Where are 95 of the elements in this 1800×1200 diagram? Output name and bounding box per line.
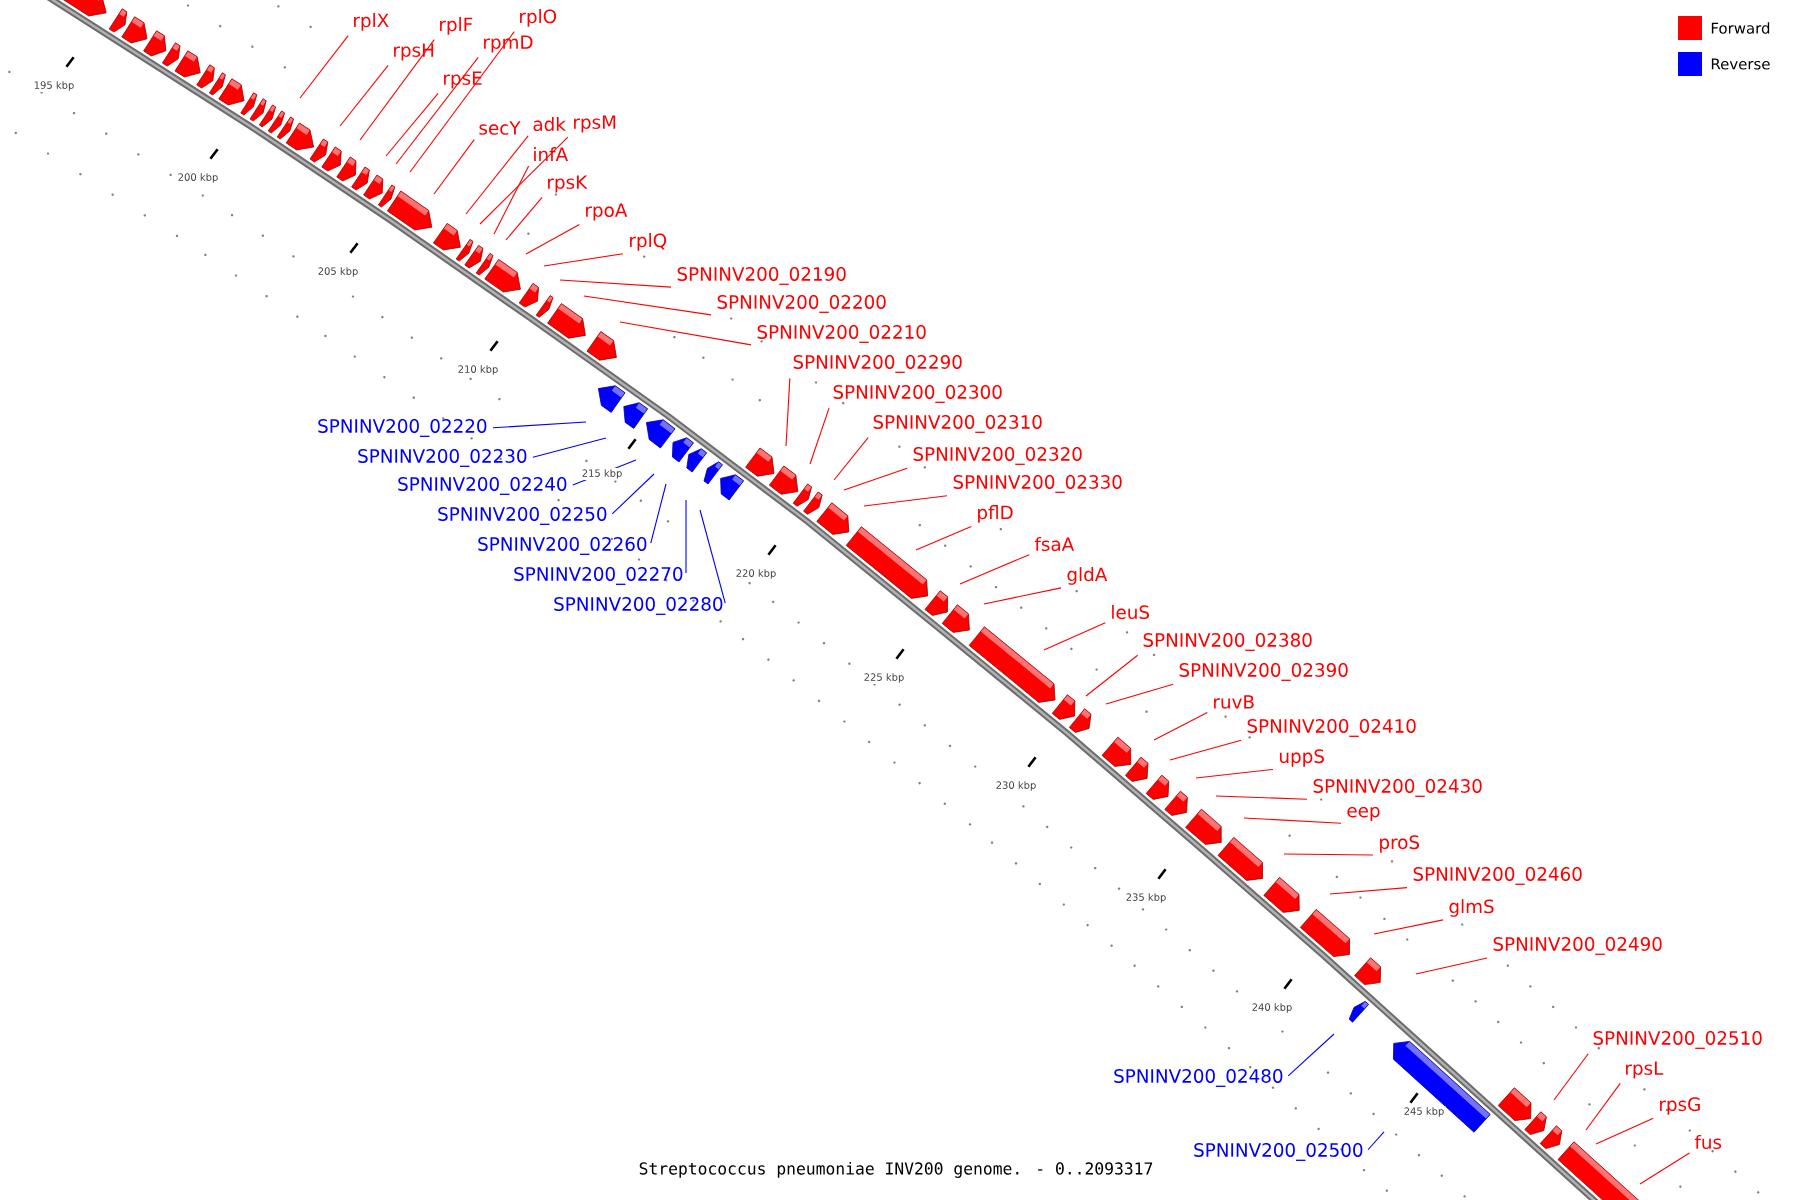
- leader-line: [1243, 817, 1342, 824]
- leader-line: [1195, 768, 1274, 779]
- leader-line: [492, 421, 587, 429]
- gene-label: SPNINV200_02500: [1194, 1143, 1363, 1161]
- leader-line: [1043, 622, 1106, 651]
- leader-line: [619, 321, 752, 346]
- leader-line: [479, 136, 569, 225]
- leader-line: [1215, 795, 1308, 800]
- leader-line: [465, 135, 529, 215]
- gene-label: leuS: [1112, 604, 1149, 620]
- gene-label: fsaA: [1034, 536, 1075, 552]
- caption: Streptococcus pneumoniae INV200 genome. - 0..2093317: [639, 1162, 1153, 1178]
- gene-label: SPNINV200_02200: [717, 295, 886, 313]
- gene-label: SPNINV200_02380: [1143, 633, 1312, 651]
- leader-line: [983, 587, 1062, 605]
- leader-line: [1373, 919, 1444, 935]
- gene-label: rpsG: [1660, 1097, 1700, 1115]
- gene-label: SPNINV200_02240: [398, 477, 567, 495]
- leader-line: [1105, 683, 1174, 705]
- gene-label: rpsK: [548, 175, 588, 193]
- leader-line: [395, 56, 479, 165]
- leader-line: [299, 35, 349, 99]
- gene-label: pflD: [978, 505, 1013, 523]
- leader-line: [532, 437, 607, 458]
- gene-label: rplX: [354, 13, 389, 31]
- gene-label: rplQ: [630, 233, 667, 251]
- gene-label: SPNINV200_02430: [1313, 779, 1482, 797]
- gene-label: proS: [1380, 835, 1420, 853]
- gene-label: eep: [1347, 806, 1380, 822]
- gene-label: SPNINV200_02280: [554, 597, 723, 615]
- leader-line: [493, 165, 530, 235]
- gene-label: SPNINV200_02290: [793, 355, 962, 373]
- gene-label: rpoA: [586, 203, 628, 221]
- leader-line: [433, 139, 475, 195]
- leader-line: [1367, 1131, 1385, 1151]
- leader-line: [505, 196, 543, 241]
- leader-line: [1169, 739, 1242, 761]
- gene-label: SPNINV200_02210: [757, 325, 926, 343]
- leader-line: [1639, 1152, 1690, 1185]
- leader-line: [809, 407, 830, 465]
- leader-line: [611, 473, 655, 515]
- gene-label: glmS: [1449, 899, 1494, 917]
- gene-label: fus: [1694, 1134, 1722, 1150]
- leader-line: [959, 554, 1030, 585]
- gene-label: SPNINV200_02230: [358, 449, 527, 467]
- leader-line: [1585, 1082, 1621, 1131]
- leader-line: [843, 467, 908, 491]
- gene-label: rpsL: [1626, 1061, 1664, 1079]
- leader-line: [409, 31, 515, 173]
- leader-line: [1415, 957, 1488, 975]
- gene-label: SPNINV200_02390: [1179, 663, 1348, 681]
- gene-label: rplF: [440, 17, 473, 35]
- leader-line: [650, 483, 667, 544]
- leader-line: [699, 509, 726, 604]
- gene-label: adk: [533, 116, 566, 132]
- leader-line: [1283, 853, 1374, 856]
- gene-label: rplO: [520, 9, 557, 27]
- gene-label: SPNINV200_02320: [913, 447, 1082, 465]
- leader-line: [385, 92, 439, 157]
- leader-line: [543, 253, 624, 267]
- leader-line: [785, 377, 791, 447]
- gene-label: SPNINV200_02190: [677, 267, 846, 285]
- gene-label: SPNINV200_02410: [1247, 719, 1416, 737]
- leader-line: [915, 525, 972, 551]
- leader-line: [1085, 654, 1139, 697]
- leader-line: [863, 495, 948, 507]
- gene-label: SPNINV200_02220: [318, 419, 487, 437]
- gene-label: SPNINV200_02310: [873, 415, 1042, 433]
- gene-label: SPNINV200_02250: [438, 507, 607, 525]
- leader-line: [833, 437, 869, 481]
- gene-label: SPNINV200_02510: [1593, 1031, 1762, 1049]
- gene-label: ruvB: [1214, 695, 1254, 709]
- leader-line: [525, 223, 580, 255]
- leader-line: [1287, 1033, 1335, 1077]
- gene-label: SPNINV200_02270: [514, 567, 683, 585]
- leader-line: [1595, 1117, 1654, 1145]
- gene-label: SPNINV200_02490: [1493, 937, 1662, 955]
- leader-line: [685, 499, 687, 574]
- gene-label: SPNINV200_02480: [1114, 1069, 1283, 1087]
- gene-label: SPNINV200_02260: [478, 537, 647, 555]
- leader-line: [559, 279, 672, 288]
- gene-label: SPNINV200_02460: [1413, 867, 1582, 885]
- leader-line: [1329, 887, 1408, 895]
- gene-label: SPNINV200_02300: [833, 385, 1002, 403]
- gene-label: uppS: [1279, 749, 1324, 767]
- leader-line: [572, 459, 637, 486]
- gene-label: SPNINV200_02330: [953, 475, 1122, 493]
- leader-line: [1153, 712, 1208, 741]
- gene-label: gldA: [1067, 567, 1108, 585]
- leader-line: [583, 295, 712, 316]
- leader-line: [339, 64, 389, 127]
- leader-line: [1553, 1053, 1589, 1101]
- gene-label: rpsM: [574, 115, 616, 133]
- gene-label: secY: [479, 121, 521, 135]
- leader-line: [359, 39, 435, 141]
